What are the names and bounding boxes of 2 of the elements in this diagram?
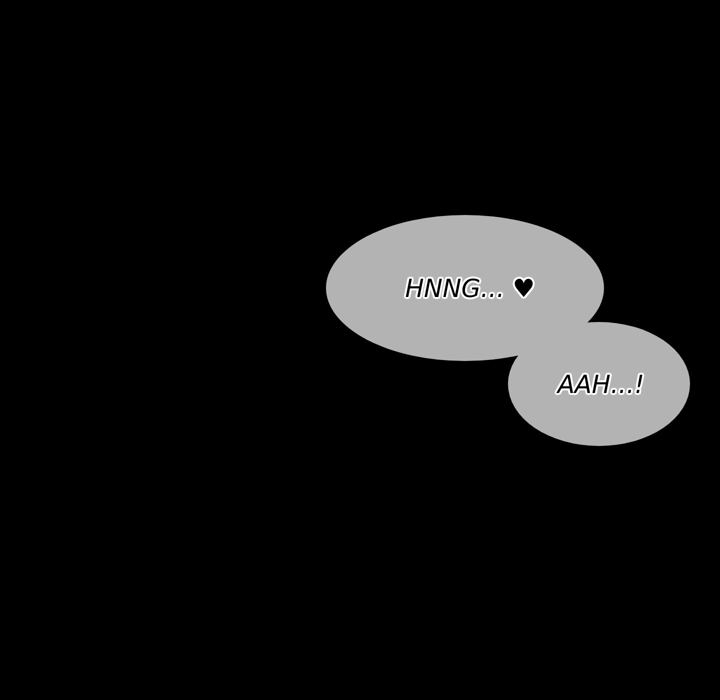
speech-text: HNNG... ♥	[405, 274, 535, 302]
speech-text: AAH...!	[558, 370, 644, 398]
